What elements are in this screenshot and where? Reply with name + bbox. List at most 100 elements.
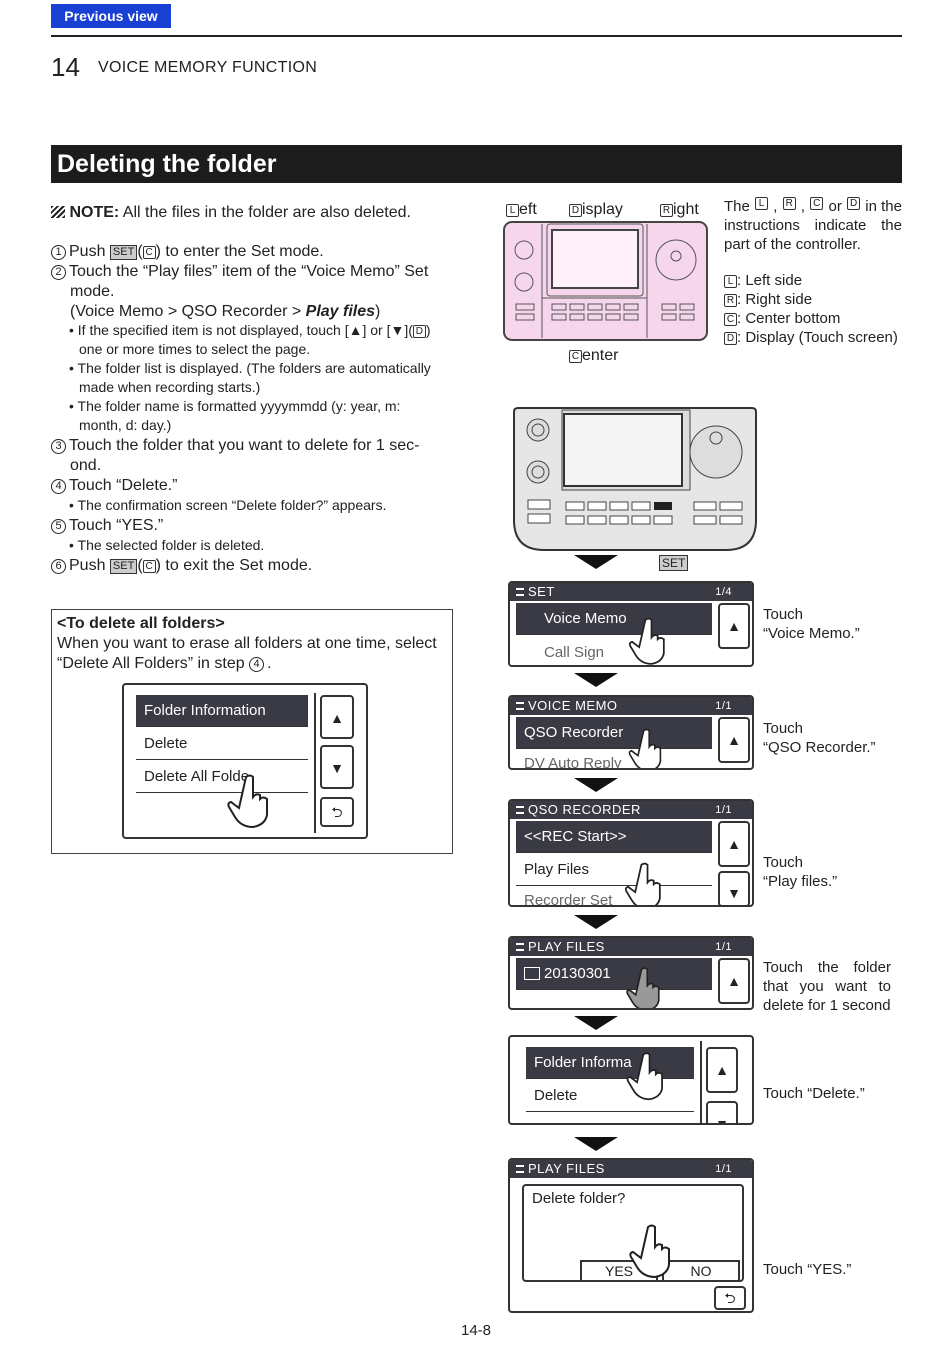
menu-item-play-files[interactable]: Play Files [516, 854, 712, 886]
scroll-up-button[interactable]: ▲ [706, 1047, 738, 1093]
controller-diagram [503, 221, 708, 341]
scroll-divider [700, 1041, 702, 1123]
step-text: Touch “YES.” [69, 517, 164, 534]
step-arrow [574, 915, 618, 929]
scroll-down-button[interactable]: ▼ [718, 871, 750, 905]
menu-item-qso-recorder[interactable]: QSO Recorder [516, 717, 712, 749]
scroll-up-button[interactable]: ▲ [718, 821, 750, 867]
folder-menu-screen: Folder Information Delete Delete All Fol… [122, 683, 368, 839]
menu-item-rec-start[interactable]: <<REC Start>> [516, 821, 712, 853]
step-text: Touch the folder that you want to delete… [69, 437, 420, 454]
bullet-cont: month, d: day.) [79, 417, 172, 433]
bullet: • The selected folder is deleted. [69, 537, 265, 553]
d-key: D [412, 325, 426, 338]
menu-item-dv-auto-reply[interactable]: DV Auto Reply [524, 755, 622, 770]
touch-hand-icon [629, 1224, 670, 1279]
step-number: 2 [51, 265, 66, 280]
scroll-down-button[interactable]: ▼ [706, 1101, 738, 1123]
delete-all-folders-box: <To delete all folders> When you want to… [51, 609, 453, 854]
note-label: NOTE: [69, 204, 120, 221]
step-text: Push [69, 243, 106, 260]
scroll-up-button[interactable]: ▲ [718, 603, 750, 649]
box-text: When you want to erase all folders at on… [57, 635, 437, 652]
step-number: 4 [51, 479, 66, 494]
step-number: 3 [51, 439, 66, 454]
menu-item-delete-all-folders[interactable]: Delete All Folde [136, 761, 308, 793]
menu-path: (Voice Memo > QSO Recorder > Play files) [70, 303, 381, 320]
set-key-label: SET [659, 555, 689, 571]
caption: Touch“Voice Memo.” [763, 606, 860, 642]
confirm-dialog: Delete folder? YES NO [522, 1184, 744, 1282]
folder-item[interactable]: 20130301 [516, 958, 712, 990]
caption: Touch “Delete.” [763, 1085, 865, 1102]
step-text: Touch “Delete.” [69, 477, 178, 494]
back-button[interactable]: ⮌ [320, 797, 354, 827]
controller-set-key-diagram [513, 407, 757, 551]
step-number: 1 [51, 245, 66, 260]
header-rule [51, 35, 902, 37]
bullet: • If the specified item is not displayed… [69, 322, 431, 338]
touch-hand-icon [628, 728, 662, 768]
menu-item-recorder-set[interactable]: Recorder Set [524, 892, 613, 907]
scroll-up-button[interactable]: ▲ [718, 717, 750, 763]
folder-name: 20130301 [544, 965, 611, 982]
bullet: • The folder list is displayed. (The fol… [69, 360, 431, 376]
folder-icon [524, 967, 540, 980]
touch-hand-icon [626, 1052, 663, 1101]
bullet: • The confirmation screen “Delete folder… [69, 497, 387, 513]
note-text: All the files in the folder are also del… [122, 204, 411, 221]
bullet: • The folder name is formatted yyyymmdd … [69, 398, 401, 414]
menu-item-folder-information[interactable]: Folder Information [136, 695, 308, 727]
step-2-bullets: • If the specified item is not displayed… [69, 321, 459, 435]
scroll-up-button[interactable]: ▲ [320, 695, 354, 739]
scroll-divider [314, 693, 316, 833]
set-key: SET [109, 245, 138, 260]
section-title: Deleting the folder [51, 145, 902, 183]
touch-hand-icon [227, 774, 268, 829]
step-number: 6 [51, 559, 66, 574]
back-button[interactable]: ⮌ [714, 1286, 746, 1310]
menu-item-folder-information[interactable]: Folder Informa [526, 1047, 694, 1079]
menu-item-delete[interactable]: Delete [136, 728, 308, 760]
step-arrow [574, 555, 618, 569]
step-text: ) to enter the Set mode. [155, 243, 324, 260]
menu-item-delete[interactable]: Delete [526, 1080, 694, 1112]
step-arrow [574, 778, 618, 792]
step-arrow [574, 1137, 618, 1151]
step-arrow [574, 673, 618, 687]
caption: Touch “YES.” [763, 1261, 852, 1278]
scroll-up-button[interactable]: ▲ [718, 958, 750, 1004]
scroll-down-button[interactable]: ▼ [320, 745, 354, 789]
note-icon [51, 206, 65, 218]
previous-view-button[interactable]: Previous view [51, 4, 171, 28]
chapter-number: 14 [51, 52, 80, 82]
screen-folder-menu: Folder Informa Delete ▲ ▼ [508, 1035, 754, 1125]
step-arrow [574, 1016, 618, 1030]
touch-hand-icon [628, 617, 665, 665]
box-title: <To delete all folders> [57, 615, 225, 632]
c-key: C [142, 246, 156, 259]
step-text: ) to exit the Set mode. [155, 557, 313, 574]
step-number: 4 [249, 657, 265, 672]
note: NOTE: All the files in the folder are al… [51, 203, 411, 223]
menu-item-voice-memo[interactable]: Voice Memo [516, 603, 712, 635]
touch-hand-icon [626, 967, 660, 1008]
menu-item-call-sign[interactable]: Call Sign [544, 644, 605, 661]
caption: Touch“QSO Recorder.” [763, 720, 876, 756]
bullet-cont: made when recording starts.) [79, 379, 261, 395]
